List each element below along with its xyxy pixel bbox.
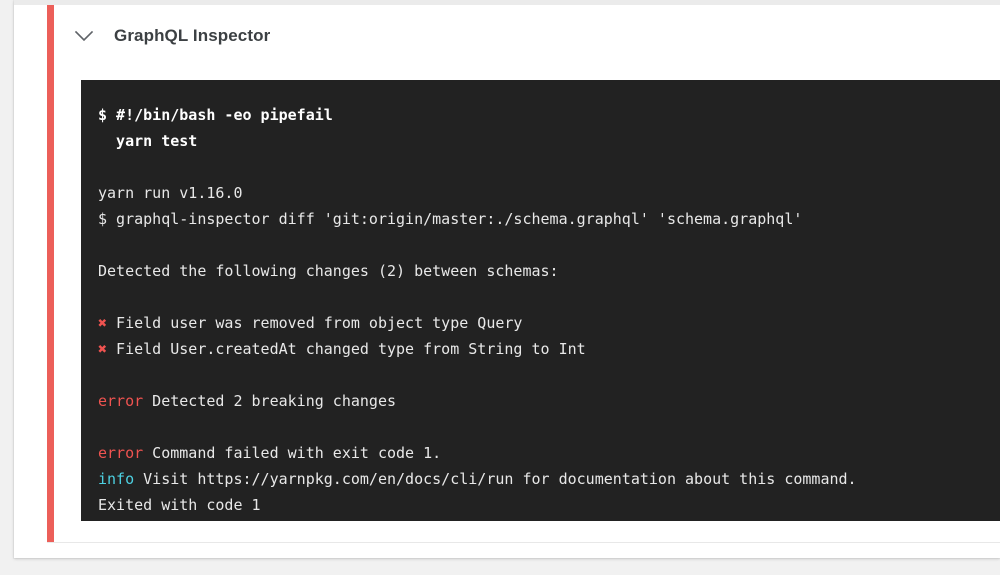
terminal-segment: error [98, 444, 144, 462]
terminal-line-blank-2 [98, 232, 1000, 258]
terminal-segment: ✖ [98, 340, 108, 358]
terminal-line-info-visit-docs: info Visit https://yarnpkg.com/en/docs/c… [98, 466, 1000, 492]
terminal-line-blank-3 [98, 284, 1000, 310]
card-top-rule [14, 0, 1000, 5]
terminal-segment: Field user was removed from object type … [107, 314, 523, 332]
terminal-segment: $ #!/bin/bash -eo pipefail [98, 106, 333, 124]
build-step-card: GraphQL Inspector $ #!/bin/bash -eo pipe… [14, 0, 1000, 558]
page-title: GraphQL Inspector [114, 26, 271, 45]
step-bottom-divider [47, 542, 1000, 543]
terminal-line-out-yarn-version: yarn run v1.16.0 [98, 180, 1000, 206]
terminal-line-cmd-yarn-test: yarn test [98, 128, 1000, 154]
terminal-segment: ✖ [98, 314, 108, 332]
terminal-segment: yarn run v1.16.0 [98, 184, 243, 202]
terminal-lines: $ #!/bin/bash -eo pipefail yarn test yarn… [81, 102, 1000, 518]
terminal-log-output[interactable]: $ #!/bin/bash -eo pipefail yarn test yarn… [81, 80, 1000, 521]
terminal-line-out-exited-code: Exited with code 1 [98, 492, 1000, 518]
card-footer-strip [14, 543, 1000, 558]
terminal-segment: Detected 2 breaking changes [143, 392, 397, 410]
terminal-line-out-detected-changes: Detected the following changes (2) betwe… [98, 258, 1000, 284]
terminal-line-err-breaking-changes: error Detected 2 breaking changes [98, 388, 1000, 414]
terminal-line-change-createdat-type: ✖ Field User.createdAt changed type from… [98, 336, 1000, 362]
terminal-segment: Visit https://yarnpkg.com/en/docs/cli/ru… [134, 470, 857, 488]
terminal-line-err-command-failed: error Command failed with exit code 1. [98, 440, 1000, 466]
terminal-segment: Field User.createdAt changed type from S… [107, 340, 586, 358]
terminal-line-blank-5 [98, 414, 1000, 440]
terminal-line-cmd-shebang: $ #!/bin/bash -eo pipefail [98, 102, 1000, 128]
terminal-line-out-inspector-diff: $ graphql-inspector diff 'git:origin/mas… [98, 206, 1000, 232]
terminal-segment: Command failed with exit code 1. [143, 444, 442, 462]
chevron-down-icon[interactable] [70, 22, 98, 50]
terminal-segment: Exited with code 1 [98, 496, 261, 514]
terminal-segment: error [98, 392, 144, 410]
terminal-line-blank-1 [98, 154, 1000, 180]
terminal-line-change-field-user-removed: ✖ Field user was removed from object typ… [98, 310, 1000, 336]
terminal-segment: yarn test [98, 132, 198, 150]
terminal-segment: info [98, 470, 135, 488]
terminal-line-blank-4 [98, 362, 1000, 388]
step-status-bar-failed [47, 5, 54, 542]
terminal-segment: Detected the following changes (2) betwe… [98, 262, 559, 280]
terminal-segment: $ graphql-inspector diff 'git:origin/mas… [98, 210, 803, 228]
step-header[interactable]: GraphQL Inspector [70, 16, 270, 56]
